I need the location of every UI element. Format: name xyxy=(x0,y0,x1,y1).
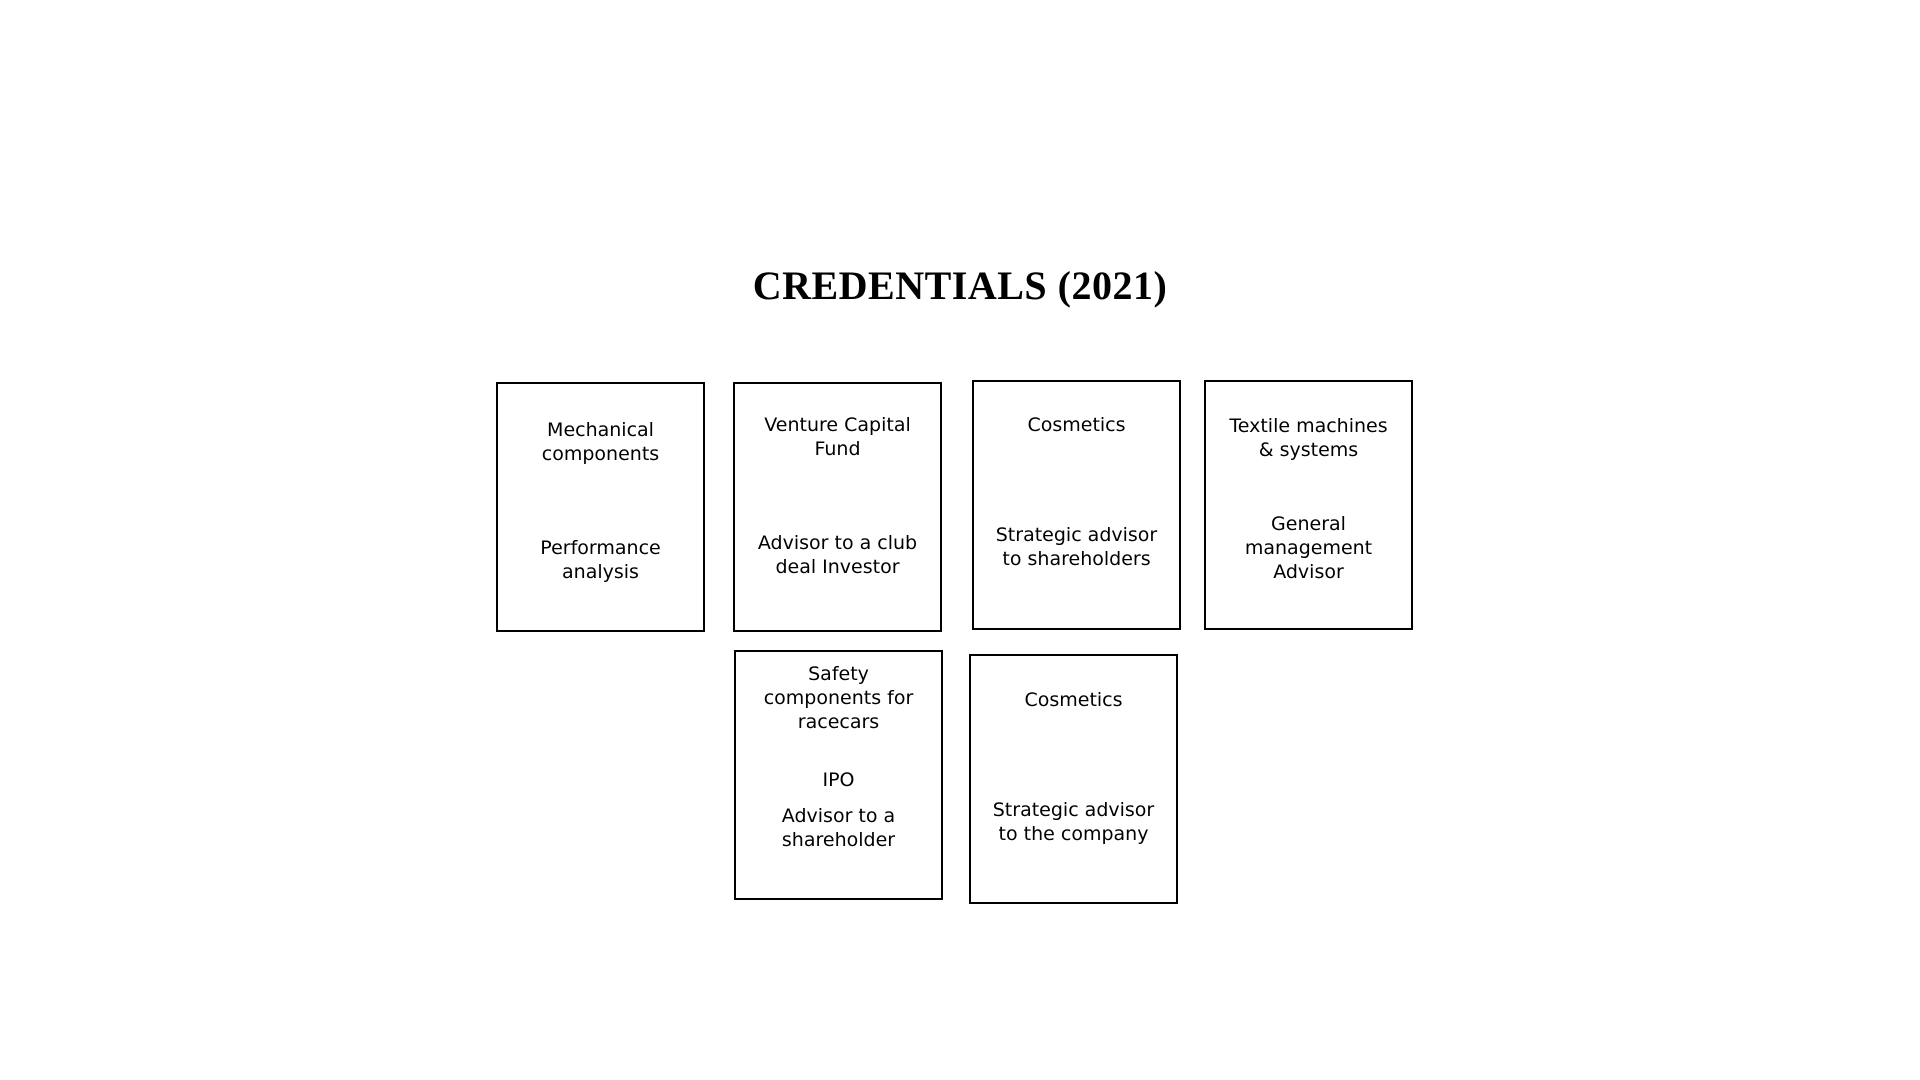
credential-card-cosmetics-shareholders: Cosmetics Strategic advisor to sharehold… xyxy=(972,380,1181,630)
card-role: Strategic advisor to shareholders xyxy=(995,524,1158,570)
card-sector: Mechanical components xyxy=(541,419,660,465)
card-deal-type: IPO xyxy=(822,769,855,791)
page-title: CREDENTIALS (2021) xyxy=(752,263,1168,308)
card-role: Advisor to a shareholder xyxy=(781,805,896,851)
card-sector: Cosmetics xyxy=(1024,689,1123,711)
credential-card-safety-components: Safety components for racecars IPO Advis… xyxy=(734,650,943,900)
card-sector: Safety components for racecars xyxy=(763,663,914,733)
card-sector: Textile machines & systems xyxy=(1229,415,1388,461)
card-sector: Cosmetics xyxy=(1027,414,1126,436)
credential-card-mechanical-components: Mechanical components Performance analys… xyxy=(496,382,705,632)
card-role: Strategic advisor to the company xyxy=(992,799,1155,845)
credential-card-textile-machines: Textile machines & systems General manag… xyxy=(1204,380,1413,630)
card-role: General management Advisor xyxy=(1244,513,1373,583)
card-role: Performance analysis xyxy=(540,537,661,583)
credential-card-venture-capital-fund: Venture Capital Fund Advisor to a club d… xyxy=(733,382,942,632)
card-sector: Venture Capital Fund xyxy=(764,414,911,460)
credential-card-cosmetics-company: Cosmetics Strategic advisor to the compa… xyxy=(969,654,1178,904)
card-role: Advisor to a club deal Investor xyxy=(757,532,918,578)
